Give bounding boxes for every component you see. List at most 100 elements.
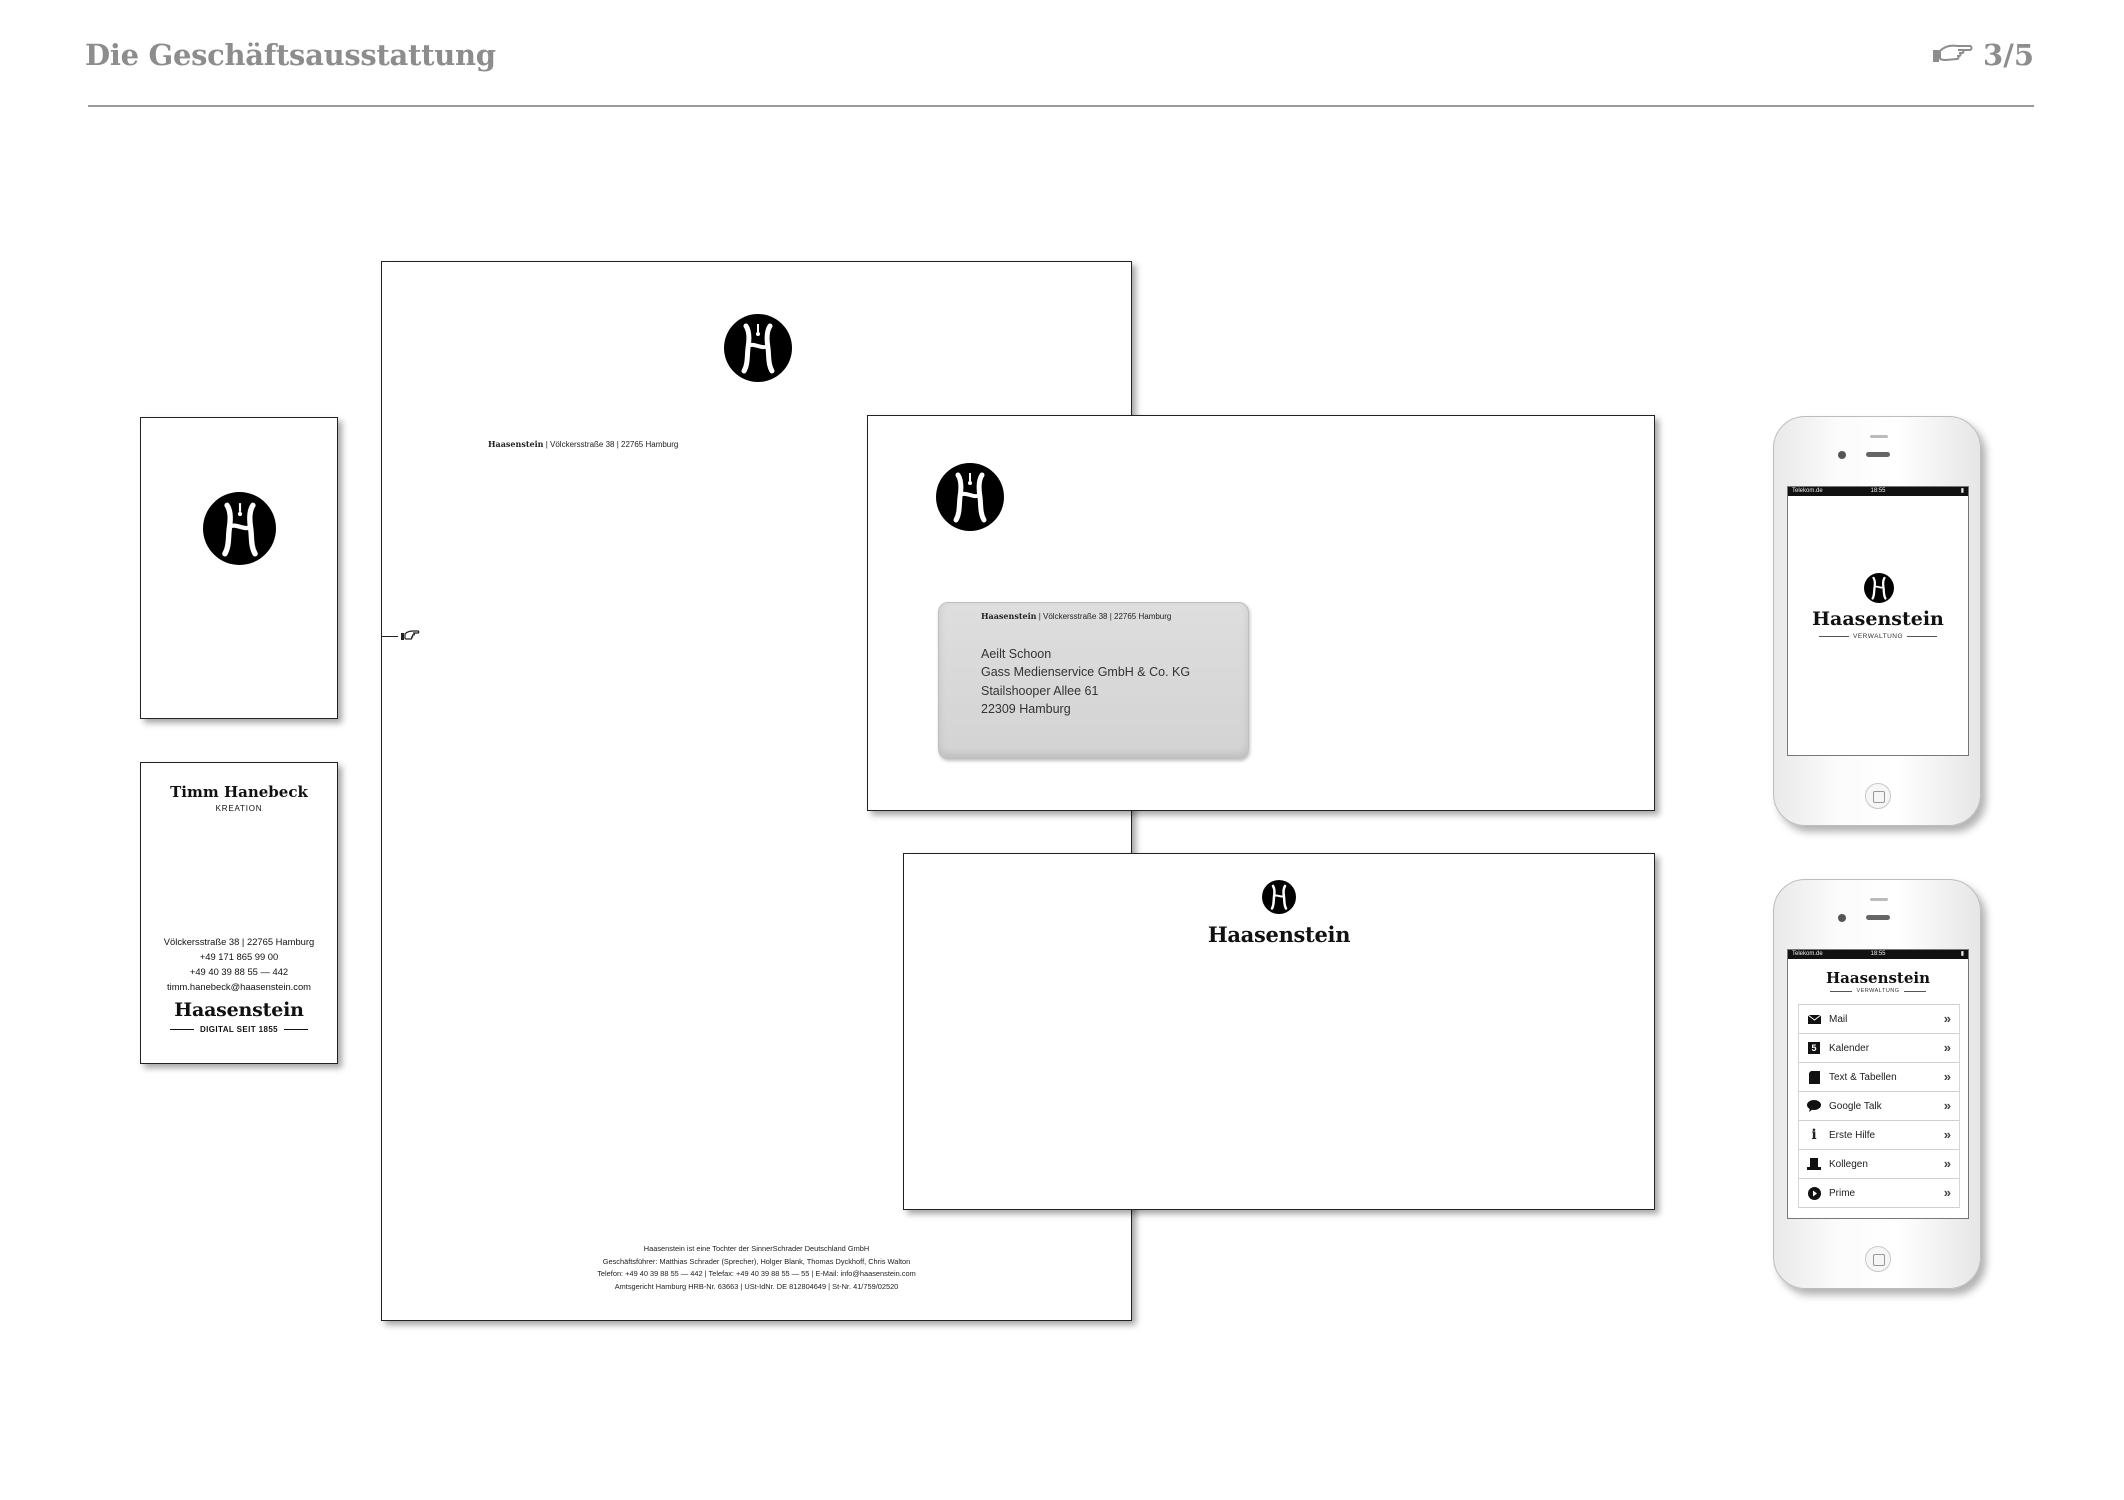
recipient-city: 22309 Hamburg [981, 701, 1071, 716]
smartphone-splash-mockup: Telekom.de 18:55 ▮ Haasenstein VERWALTUN… [1773, 416, 1981, 826]
phone-screen: Telekom.de 18:55 ▮ Haasenstein VERWALTUN… [1787, 949, 1969, 1219]
home-button[interactable] [1865, 1246, 1891, 1272]
card-brand-wordmark: Haasenstein [174, 999, 304, 1021]
carrier-label: Telekom.de [1792, 951, 1823, 957]
subtitle-rule [1818, 636, 1849, 637]
tagline-text: DIGITAL SEIT 1855 [199, 1025, 279, 1034]
app-subtitle-text: VERWALTUNG [1852, 633, 1904, 640]
envelope-dl-window: Haasenstein | Völckersstraße 38 | 22765 … [867, 415, 1655, 811]
card-contact-block: Völckersstraße 38 | 22765 Hamburg +49 17… [141, 934, 337, 994]
app-brand-wordmark: Haasenstein [1812, 608, 1944, 630]
haasenstein-h-logo-icon [936, 463, 1004, 531]
phone-camera [1838, 914, 1846, 922]
status-bar: Telekom.de 18:55 ▮ [1788, 950, 1968, 959]
tagline-rule [169, 1028, 194, 1031]
subtitle-rule [1907, 636, 1938, 637]
app-subtitle: VERWALTUNG [1788, 988, 1968, 994]
status-time: 18:55 [1870, 951, 1886, 957]
page-title: Die Geschäftsausstattung [85, 38, 496, 72]
card-person-name: Timm Hanebeck [170, 783, 308, 801]
envelope-c4: Haasenstein [903, 853, 1655, 1210]
card-mobile: +49 171 865 99 00 [199, 951, 279, 962]
header-divider [88, 105, 2034, 107]
fold-mark [382, 636, 398, 637]
app-subtitle-text: VERWALTUNG [1856, 988, 1900, 994]
menu-item-kollegen[interactable]: Kollegen » [1798, 1150, 1960, 1179]
letter-sender-brand: Haasenstein [488, 439, 544, 449]
envelope-brand-wordmark: Haasenstein [1207, 922, 1351, 947]
letter-sender-address: | Völckersstraße 38 | 22765 Hamburg [543, 440, 679, 449]
chevron-right-icon: » [1943, 1040, 1951, 1055]
pointing-hand-icon [400, 628, 420, 646]
menu-item-erste-hilfe[interactable]: i Erste Hilfe » [1798, 1121, 1960, 1150]
chevron-right-icon: » [1943, 1069, 1951, 1084]
phone-screen: Telekom.de 18:55 ▮ Haasenstein VERWALTUN… [1787, 486, 1969, 756]
menu-item-text-tabellen[interactable]: Text & Tabellen » [1798, 1063, 1960, 1092]
chevron-right-icon: » [1943, 1098, 1951, 1113]
phone-camera [1838, 451, 1846, 459]
menu-item-kalender[interactable]: 5 Kalender » [1798, 1034, 1960, 1063]
letter-footer-line: Amtsgericht Hamburg HRB-Nr. 63663 | USt-… [614, 1281, 899, 1291]
home-button[interactable] [1865, 783, 1891, 809]
business-card-back: Timm Hanebeck KREATION Völckersstraße 38… [140, 762, 338, 1064]
letter-footer-line: Geschäftsführer: Matthias Schrader (Spre… [602, 1256, 911, 1266]
letter-footer-line: Haasenstein ist eine Tochter der SinnerS… [643, 1244, 870, 1253]
recipient-street: Stailshooper Allee 61 [981, 683, 1099, 698]
page-navigation[interactable]: 3/5 [1931, 38, 2034, 72]
speech-bubble-icon [1807, 1099, 1821, 1113]
menu-item-label: Kollegen [1829, 1158, 1868, 1170]
document-icon [1807, 1070, 1821, 1084]
battery-icon: ▮ [1960, 488, 1964, 494]
status-bar: Telekom.de 18:55 ▮ [1788, 487, 1968, 496]
haasenstein-h-logo-icon [724, 314, 792, 382]
envelope-sender-brand: Haasenstein [981, 611, 1037, 621]
haasenstein-h-logo-icon [1864, 573, 1894, 603]
menu-item-label: Text & Tabellen [1829, 1071, 1897, 1083]
pointing-hand-icon[interactable] [1931, 42, 1973, 69]
envelope-sender-line: Haasenstein | Völckersstraße 38 | 22765 … [981, 611, 1171, 621]
subtitle-rule [1830, 990, 1853, 992]
chevron-right-icon: » [1943, 1185, 1951, 1200]
phone-speaker [1866, 915, 1890, 920]
smartphone-menu-mockup: Telekom.de 18:55 ▮ Haasenstein VERWALTUN… [1773, 879, 1981, 1289]
menu-item-label: Kalender [1829, 1042, 1870, 1054]
page-counter: 3/5 [1983, 38, 2034, 72]
chevron-right-icon: » [1943, 1011, 1951, 1026]
menu-item-prime[interactable]: Prime » [1798, 1179, 1960, 1208]
business-card-front [140, 417, 338, 719]
carrier-label: Telekom.de [1792, 488, 1823, 494]
info-icon: i [1811, 1127, 1817, 1143]
play-icon [1807, 1186, 1821, 1200]
haasenstein-h-logo-icon [203, 492, 276, 565]
calendar-day: 5 [1808, 1042, 1820, 1054]
app-subtitle: VERWALTUNG [1788, 633, 1968, 640]
phone-speaker [1866, 452, 1890, 457]
chevron-right-icon: » [1943, 1127, 1951, 1142]
menu-item-label: Prime [1829, 1187, 1856, 1199]
menu-item-mail[interactable]: Mail » [1798, 1005, 1960, 1034]
top-hat-icon [1807, 1157, 1821, 1171]
status-time: 18:55 [1870, 488, 1886, 494]
card-address: Völckersstraße 38 | 22765 Hamburg [163, 936, 315, 947]
chevron-right-icon: » [1943, 1156, 1951, 1171]
haasenstein-h-logo-icon [1262, 880, 1296, 914]
phone-power-button [1870, 898, 1888, 901]
menu-item-google-talk[interactable]: Google Talk » [1798, 1092, 1960, 1121]
phone-power-button [1870, 435, 1888, 438]
menu-item-label: Erste Hilfe [1829, 1129, 1876, 1141]
envelope-icon [1807, 1012, 1821, 1026]
app-brand-wordmark: Haasenstein [1825, 969, 1931, 987]
letter-sender-line: Haasenstein | Völckersstraße 38 | 22765 … [488, 439, 678, 449]
menu-item-label: Mail [1829, 1013, 1848, 1025]
card-person-role: KREATION [215, 804, 263, 813]
recipient-name: Aeilt Schoon [981, 647, 1052, 661]
card-phone: +49 40 39 88 55 — 442 [189, 966, 289, 977]
subtitle-rule [1903, 990, 1926, 992]
tagline-rule [284, 1028, 309, 1031]
recipient-company: Gass Medienservice GmbH & Co. KG [981, 665, 1191, 680]
letter-footer: Haasenstein ist eine Tochter der SinnerS… [382, 1243, 1131, 1293]
card-tagline: DIGITAL SEIT 1855 [141, 1025, 337, 1034]
menu-item-label: Google Talk [1829, 1100, 1882, 1112]
envelope-sender-address: | Völckersstraße 38 | 22765 Hamburg [1036, 612, 1172, 621]
letter-footer-line: Telefon: +49 40 39 88 55 — 442 | Telefax… [597, 1269, 916, 1278]
